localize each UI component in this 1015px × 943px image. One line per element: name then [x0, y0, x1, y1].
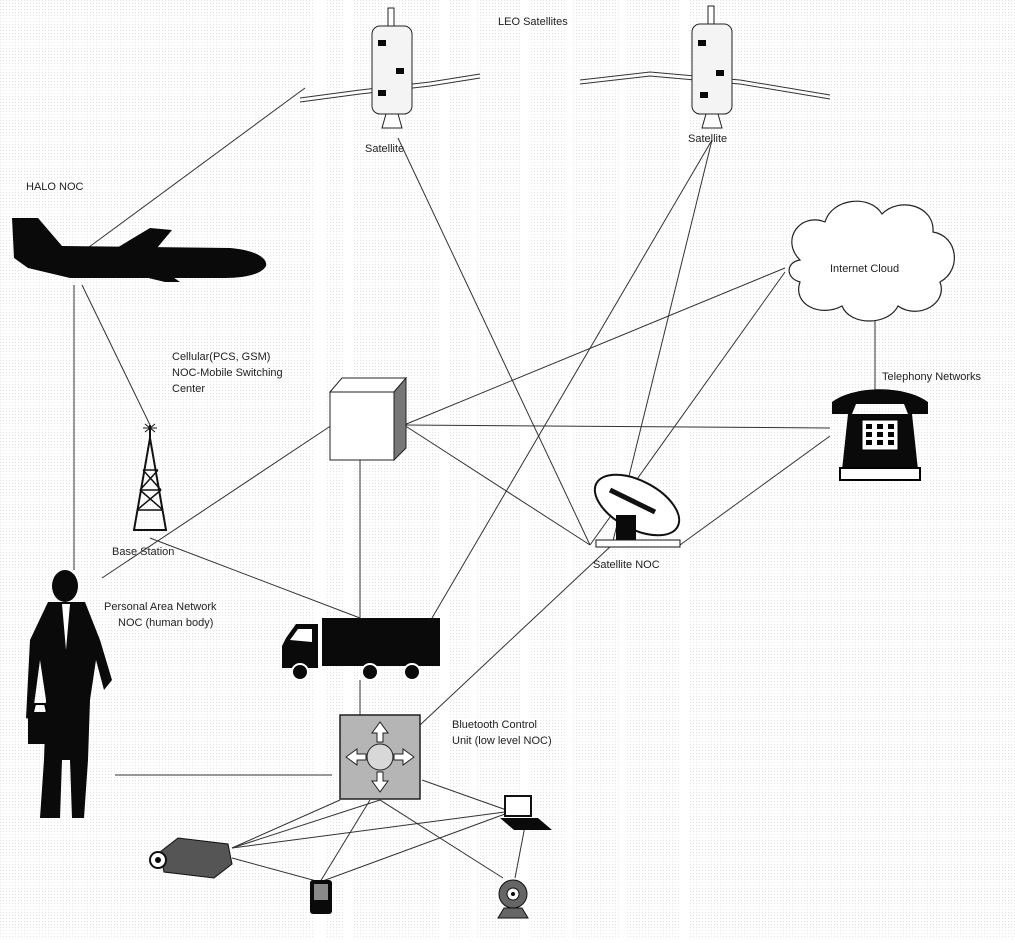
- satellite-left: Satellite: [299, 7, 481, 155]
- person-icon: [26, 570, 112, 818]
- tower-icon: [132, 423, 168, 531]
- webcam-icon: [497, 879, 529, 919]
- router-icon: [339, 714, 421, 800]
- projector-icon: [149, 837, 233, 879]
- internet-cloud: Internet Cloud: [788, 200, 955, 322]
- pan-label-line2: NOC (human body): [118, 617, 213, 629]
- satellite-icon: [299, 7, 481, 129]
- halo-noc-label: HALO NOC: [26, 181, 84, 193]
- satellite-noc-label: Satellite NOC: [593, 559, 660, 571]
- satellite-right-label: Satellite: [688, 133, 727, 145]
- internet-cloud-label: Internet Cloud: [830, 263, 899, 275]
- truck-icon: [282, 618, 440, 681]
- base-station-label: Base Station: [112, 546, 174, 558]
- telephony-label: Telephony Networks: [882, 371, 982, 383]
- pda-icon: [310, 880, 332, 914]
- cellular-label-line2: NOC-Mobile Switching: [172, 367, 283, 379]
- dish-icon: [593, 473, 681, 548]
- laptop-icon: [500, 795, 552, 830]
- satellite-left-label: Satellite: [365, 143, 404, 155]
- telephone-icon: [832, 389, 928, 481]
- cloud-icon: [788, 200, 955, 322]
- bluetooth-label-line2: Unit (low level NOC): [452, 735, 552, 747]
- cellular-label-line1: Cellular(PCS, GSM): [172, 351, 270, 363]
- satellite-right: Satellite: [579, 5, 831, 145]
- connection-lines: [73, 87, 876, 883]
- satellite-icon: [579, 5, 831, 129]
- cellular-label-line3: Center: [172, 383, 205, 395]
- bluetooth-label-line1: Bluetooth Control: [452, 719, 537, 731]
- airplane-icon: [12, 218, 267, 282]
- pan-label-line1: Personal Area Network: [104, 601, 217, 613]
- switch-cube-icon: [328, 376, 408, 462]
- leo-satellites-label: LEO Satellites: [498, 16, 568, 28]
